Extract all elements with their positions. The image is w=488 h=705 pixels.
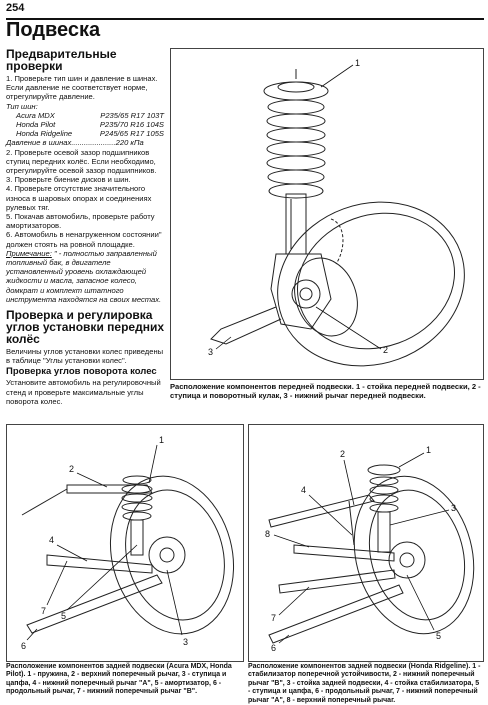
section-heading-preliminary: Предварительные проверки bbox=[6, 47, 117, 73]
page-title: Подвеска bbox=[6, 19, 101, 41]
note-text: " - полностью заправленный топливный бак… bbox=[6, 248, 162, 304]
ridgeline-label-1: 1 bbox=[426, 445, 431, 455]
ridgeline-label-8: 8 bbox=[265, 529, 270, 539]
front-label-1: 1 bbox=[355, 58, 360, 68]
ridgeline-label-2: 2 bbox=[340, 449, 345, 459]
section-heading-turn-angles: Проверка углов поворота колес bbox=[6, 366, 157, 378]
acura-label-4: 4 bbox=[49, 535, 54, 545]
ridgeline-label-5: 5 bbox=[436, 631, 441, 641]
para-runout: 3. Проверьте биение дисков и шин. bbox=[6, 175, 131, 185]
acura-label-5: 5 bbox=[61, 611, 66, 621]
caption-rear-suspension-ridgeline: Расположение компонентов задней подвески… bbox=[248, 663, 481, 704]
figure-rear-suspension-ridgeline: 1 2 3 4 5 6 7 8 bbox=[248, 424, 484, 662]
ridgeline-label-4: 4 bbox=[301, 485, 306, 495]
front-label-2: 2 bbox=[383, 345, 388, 355]
para-unloaded: 6. Автомобиль в ненагруженном состоянии"… bbox=[6, 230, 162, 249]
left-text-column: Предварительные проверки 1. Проверьте ти… bbox=[6, 48, 164, 406]
front-label-3: 3 bbox=[208, 347, 213, 357]
ridgeline-label-3: 3 bbox=[451, 503, 456, 513]
para-tires-check: 1. Проверьте тип шин и давление в шинах.… bbox=[6, 74, 158, 102]
note-paragraph: Примечание: " - полностью заправленный т… bbox=[6, 249, 164, 304]
rear-suspension-ridgeline-illustration: 1 2 3 4 5 6 7 8 bbox=[265, 445, 475, 653]
header-rule bbox=[6, 18, 484, 20]
para-shock-check: 5. Покачав автомобиль, проверьте работу … bbox=[6, 212, 155, 231]
note-label: Примечание: bbox=[6, 248, 52, 258]
caption-front-suspension: Расположение компонентов передней подвес… bbox=[170, 382, 481, 401]
acura-label-1: 1 bbox=[159, 435, 164, 445]
section-heading-alignment: Проверка и регулировка углов установки п… bbox=[6, 308, 164, 347]
acura-label-7: 7 bbox=[41, 606, 46, 616]
figure-front-suspension: 1 2 3 bbox=[170, 48, 484, 380]
rear-suspension-acura-illustration: 1 2 3 4 5 6 7 bbox=[21, 435, 235, 651]
tire-type-label: Тип шин: bbox=[6, 101, 38, 111]
figure-rear-suspension-acura: 1 2 3 4 5 6 7 bbox=[6, 424, 244, 662]
caption-rear-suspension-acura: Расположение компонентов задней подвески… bbox=[6, 663, 232, 696]
para-hub-bearing: 2. Проверьте осевой зазор подшипников ст… bbox=[6, 147, 157, 176]
tire-pressure: Давление в шинах.....................220… bbox=[6, 138, 144, 148]
para-ball-joints: 4. Проверьте отсутствие значительного из… bbox=[6, 184, 152, 212]
acura-label-3: 3 bbox=[183, 637, 188, 647]
front-suspension-illustration: 1 2 3 bbox=[208, 58, 465, 367]
page-number: 254 bbox=[6, 2, 25, 14]
ridgeline-label-7: 7 bbox=[271, 613, 276, 623]
acura-label-2: 2 bbox=[69, 464, 74, 474]
ridgeline-label-6: 6 bbox=[271, 643, 276, 653]
para-turn-angles: Установите автомобиль на регулировочный … bbox=[6, 378, 161, 406]
para-alignment: Величины углов установки колес приведены… bbox=[6, 347, 164, 366]
acura-label-6: 6 bbox=[21, 641, 26, 651]
